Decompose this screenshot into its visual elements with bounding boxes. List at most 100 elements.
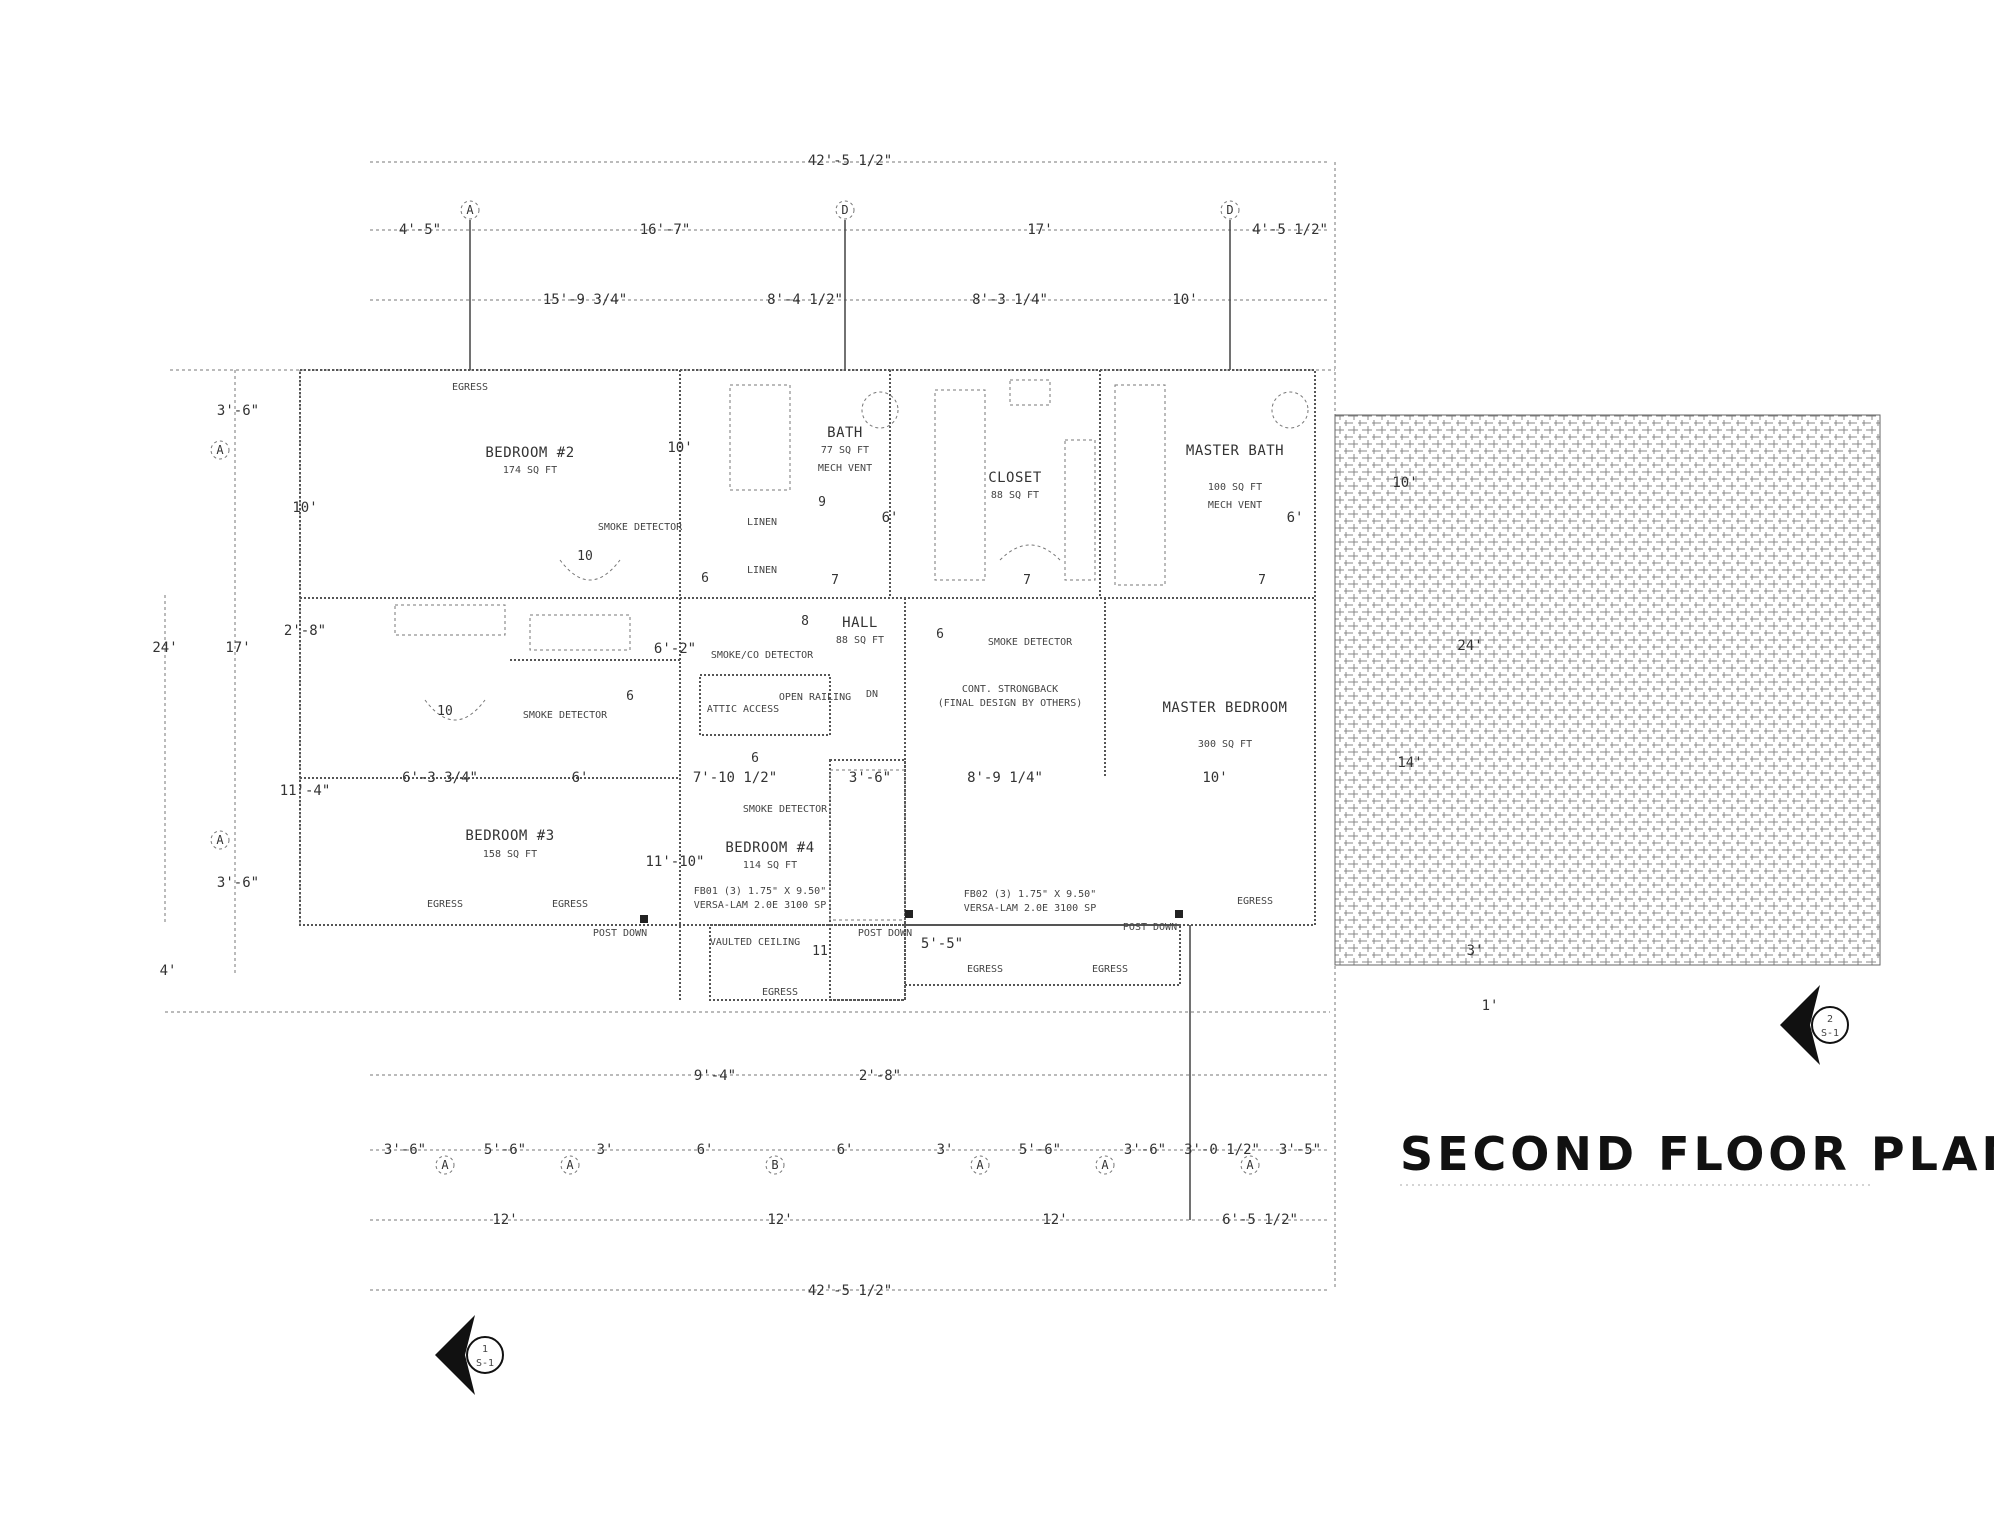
grid-tag: A <box>216 443 224 457</box>
open-railing-label: OPEN RAILING <box>779 692 851 703</box>
dim-label: 10' <box>1202 770 1227 786</box>
dim-label: 24' <box>1457 638 1482 654</box>
dim-label: 11'-10" <box>645 854 704 870</box>
dim-label: 4'-5" <box>399 222 441 238</box>
dim-label: 6' <box>572 770 589 786</box>
linen-label: LINEN <box>747 565 777 576</box>
section-marker-1: 1 S-1 <box>435 1315 504 1395</box>
dim-label: 10' <box>292 500 317 516</box>
room-name: BEDROOM #3 <box>465 828 554 844</box>
room-name: CLOSET <box>988 470 1042 486</box>
dim-label: 6' <box>697 1142 714 1158</box>
dim-label: 12' <box>1042 1212 1067 1228</box>
room-area: 158 SQ FT <box>483 849 537 860</box>
room-name: HALL <box>842 615 878 631</box>
dim-label: 10' <box>667 440 692 456</box>
detail-tag: 11 <box>812 944 828 959</box>
section-sheet: S-1 <box>1821 1028 1839 1039</box>
section-marker-2: 2 S-1 <box>1780 985 1849 1065</box>
room-area: 300 SQ FT <box>1198 739 1252 750</box>
bottom-dim-row-1: 9'-4" 2'-8" <box>694 1068 901 1084</box>
post-down-label: POST DOWN <box>593 928 647 939</box>
detail-tag: 6 <box>936 627 944 642</box>
dim-label: 3'-5" <box>1279 1142 1321 1158</box>
dim-label: 8'-4 1/2" <box>767 292 843 308</box>
post-down-label: POST DOWN <box>858 928 912 939</box>
vaulted-ceiling-label: VAULTED CEILING <box>710 937 800 948</box>
dim-label: 8'-3 1/4" <box>972 292 1048 308</box>
dim-label: 10' <box>1172 292 1197 308</box>
beam-fb02: FB02 (3) 1.75" X 9.50" <box>964 889 1096 900</box>
room-note: MECH VENT <box>818 463 872 474</box>
egress-label: EGRESS <box>1237 896 1273 907</box>
egress-label: EGRESS <box>427 899 463 910</box>
smoke-co-label: SMOKE/CO DETECTOR <box>711 650 814 661</box>
dim-label: 3'-6" <box>849 770 891 786</box>
detail-tag: 6 <box>701 571 709 586</box>
room-name: MASTER BATH <box>1186 443 1284 459</box>
detail-tag: 9 <box>818 495 826 510</box>
egress-label: EGRESS <box>967 964 1003 975</box>
detail-tag: 7 <box>1258 573 1266 588</box>
dim-label: 14' <box>1397 755 1422 771</box>
section-sheet: S-1 <box>476 1358 494 1369</box>
egress-label: EGRESS <box>452 382 488 393</box>
room-name: BATH <box>827 425 863 441</box>
dim-label: 3'-0 1/2" <box>1184 1142 1260 1158</box>
dimension-lines <box>164 161 1336 1291</box>
beam-fb01: FB01 (3) 1.75" X 9.50" <box>694 886 826 897</box>
dim-label: 3'-6" <box>1124 1142 1166 1158</box>
overall-dim-top: 42'-5 1/2" <box>808 153 892 169</box>
room-area: 100 SQ FT <box>1208 482 1262 493</box>
strongback-label: CONT. STRONGBACK <box>962 684 1058 695</box>
dim-label: 6' <box>882 510 899 526</box>
left-dims: 3'-6" 10' 2'-8" 17' 24' 11'-4" 3'-6" 4' <box>152 403 330 979</box>
room-area: 174 SQ FT <box>503 465 557 476</box>
dim-label: 6'-2" <box>654 641 696 657</box>
post-down-label: POST DOWN <box>1123 922 1177 933</box>
beam-fb02-spec: VERSA-LAM 2.0E 3100 SP <box>964 903 1096 914</box>
dim-label: 3'-6" <box>384 1142 426 1158</box>
dim-label: 7'-10 1/2" <box>693 770 777 786</box>
dim-label: 6' <box>1287 510 1304 526</box>
interior-dims: 10' 6' 6' 6'-2" 6'-3 3/4" 6' 7'-10 1/2" … <box>402 440 1303 952</box>
grid-tag: A <box>1101 1158 1109 1172</box>
beam-fb01-spec: VERSA-LAM 2.0E 3100 SP <box>694 900 826 911</box>
strongback-note: (FINAL DESIGN BY OTHERS) <box>938 698 1083 709</box>
grid-tag: A <box>441 1158 449 1172</box>
smoke-detector-label: SMOKE DETECTOR <box>743 804 828 815</box>
top-dim-row-1: 4'-5" 16'-7" 17' 4'-5 1/2" <box>399 222 1328 238</box>
dim-label: 6'-3 3/4" <box>402 770 478 786</box>
dim-label: 12' <box>492 1212 517 1228</box>
dim-label: 16'-7" <box>640 222 691 238</box>
attic-access-label: ATTIC ACCESS <box>707 704 779 715</box>
room-area: 88 SQ FT <box>991 490 1039 501</box>
deck-hatch <box>1334 414 1881 966</box>
smoke-detector-label: SMOKE DETECTOR <box>598 522 683 533</box>
dim-label: 4' <box>160 963 177 979</box>
dim-label: 4'-5 1/2" <box>1252 222 1328 238</box>
room-note: MECH VENT <box>1208 500 1262 511</box>
bottom-dim-row-3: 12' 12' 12' 6'-5 1/2" <box>492 1212 1298 1228</box>
dim-label: 1' <box>1482 998 1499 1014</box>
grid-tag: A <box>216 833 224 847</box>
overall-dim-bottom: 42'-5 1/2" <box>808 1283 892 1299</box>
room-name: BEDROOM #2 <box>485 445 574 461</box>
dim-label: 5'-5" <box>921 936 963 952</box>
grid-tag: D <box>841 203 848 217</box>
grid-tag: A <box>466 203 474 217</box>
detail-tag: 10 <box>437 704 453 719</box>
dim-label: 8'-9 1/4" <box>967 770 1043 786</box>
detail-tag: 6 <box>626 689 634 704</box>
dim-label: 3'-6" <box>217 403 259 419</box>
room-area: 114 SQ FT <box>743 860 797 871</box>
dim-label: 3'-6" <box>217 875 259 891</box>
dim-label: 2'-8" <box>284 623 326 639</box>
dim-label: 12' <box>767 1212 792 1228</box>
grid-tag: A <box>1246 1158 1254 1172</box>
walls <box>299 369 1316 1001</box>
dim-label: 5'-6" <box>484 1142 526 1158</box>
dim-label: 24' <box>152 640 177 656</box>
deck-dims: 10' 24' 14' 3' 1' <box>1392 475 1498 1014</box>
